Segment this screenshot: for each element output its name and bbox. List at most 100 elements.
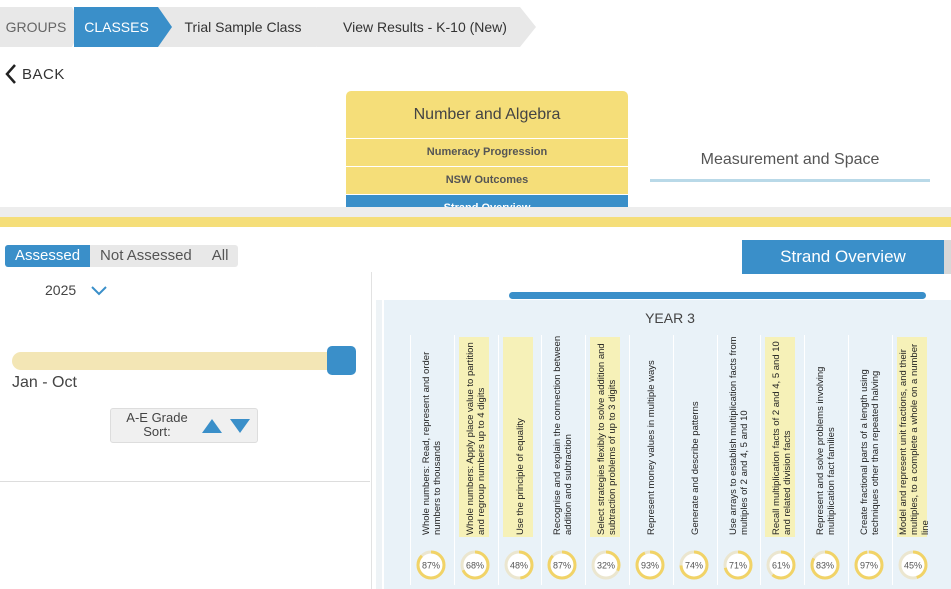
progress-ring-fill: [591, 550, 621, 580]
progress-ring: 61%: [766, 550, 796, 580]
outcome-column: Select strategies flexibly to solve addi…: [585, 335, 627, 585]
progress-ring: 87%: [547, 550, 577, 580]
strand-overview-button[interactable]: Strand Overview: [742, 240, 944, 274]
progress-percent: 71%: [729, 561, 747, 571]
assessment-filter: Assessed Not Assessed All: [5, 245, 239, 267]
progress-ring-fill: [810, 550, 840, 580]
back-button[interactable]: BACK: [4, 62, 65, 86]
divider-strip: [0, 207, 951, 217]
outcome-column: Recognise and explain the connection bet…: [541, 335, 583, 585]
progress-ring-fill: [766, 550, 796, 580]
sort-ascending-icon[interactable]: [201, 418, 223, 434]
outcome-label: Use the principle of equality: [514, 418, 526, 535]
progress-percent: 87%: [422, 561, 440, 571]
outcome-label: Recall multiplication facts of 2 and 4, …: [771, 341, 794, 535]
breadcrumb-results-shape: [316, 7, 536, 47]
back-label: BACK: [22, 65, 65, 83]
progress-percent: 97%: [860, 561, 878, 571]
progress-percent: 45%: [904, 561, 922, 571]
breadcrumb-classes[interactable]: CLASSES: [74, 7, 174, 47]
outcome-label: Create fractional parts of a length usin…: [859, 369, 881, 535]
tab-measurement-space[interactable]: Measurement and Space: [650, 140, 930, 182]
grid-year-title: YEAR 3: [645, 310, 695, 326]
progress-ring-fill: [679, 550, 709, 580]
progress-ring: 71%: [723, 550, 753, 580]
progress-ring: 48%: [504, 550, 534, 580]
progress-percent: 87%: [553, 561, 571, 571]
progress-ring: 74%: [679, 550, 709, 580]
progress-percent: 48%: [510, 561, 528, 571]
outcome-label-cell[interactable]: [502, 337, 533, 537]
outcome-label-cell[interactable]: [590, 337, 621, 537]
progress-ring-fill: [460, 550, 490, 580]
progress-percent: 74%: [685, 561, 703, 571]
outcome-label: Generate and describe patterns: [689, 401, 701, 535]
outcome-column: Whole numbers: Read, represent and order…: [410, 335, 452, 585]
sort-descending-icon[interactable]: [229, 418, 251, 434]
number-algebra-tab-group: Number and Algebra Numeracy Progression …: [346, 91, 628, 222]
breadcrumb-classes-label: CLASSES: [84, 19, 149, 35]
chevron-left-icon: [5, 64, 16, 84]
year-select-value[interactable]: 2025: [45, 282, 77, 298]
breadcrumb-groups-shape: [0, 7, 82, 47]
progress-ring: 87%: [416, 550, 446, 580]
progress-ring: 45%: [898, 550, 928, 580]
filter-not-assessed[interactable]: Not Assessed: [100, 247, 192, 264]
progress-ring-fill: [635, 550, 665, 580]
outcome-label-cell[interactable]: [458, 337, 489, 537]
breadcrumb-groups-label: GROUPS: [5, 19, 67, 35]
outcome-column: Create fractional parts of a length usin…: [848, 335, 890, 585]
grid-horizontal-scrollbar[interactable]: [509, 292, 926, 299]
outcome-label-cell[interactable]: [765, 337, 796, 537]
progress-percent: 83%: [816, 561, 834, 571]
breadcrumb-class-name[interactable]: Trial Sample Class: [158, 7, 332, 47]
outcome-column: Recall multiplication facts of 2 and 4, …: [760, 335, 802, 585]
outcome-label: Use arrays to establish multiplication f…: [727, 336, 750, 535]
left-panel-divider: [0, 481, 370, 482]
chevron-down-icon[interactable]: [90, 285, 108, 297]
progress-ring-fill: [547, 550, 577, 580]
filter-assessed[interactable]: Assessed: [5, 245, 91, 267]
grade-sort-control: A-E Grade Sort:: [110, 408, 258, 443]
outcome-label: Recognise and explain the connection bet…: [552, 335, 575, 535]
breadcrumb-groups[interactable]: GROUPS: [0, 7, 82, 47]
strand-overview-grid: YEAR 3 Whole numbers: Read, represent an…: [384, 300, 951, 589]
tab-numeracy-progression[interactable]: Numeracy Progression: [346, 138, 628, 166]
tab-nsw-outcomes[interactable]: NSW Outcomes: [346, 166, 628, 194]
grid-left-strip: [376, 300, 382, 589]
breadcrumb-class-label: Trial Sample Class: [184, 19, 302, 35]
date-range-slider-track[interactable]: [12, 352, 342, 370]
progress-ring: 68%: [460, 550, 490, 580]
progress-ring-fill: [898, 550, 928, 580]
breadcrumb-results-label: View Results - K-10 (New): [343, 19, 507, 35]
progress-ring-fill: [504, 550, 534, 580]
filter-all[interactable]: All: [211, 247, 229, 264]
outcome-label: Whole numbers: Read, represent and order…: [421, 351, 443, 535]
panel-separator: [371, 272, 372, 589]
date-range-label: Jan - Oct: [12, 374, 77, 391]
accent-strip: [0, 217, 951, 227]
breadcrumb-classes-shape: [74, 7, 173, 47]
outcome-column: Whole numbers: Apply place value to part…: [453, 335, 496, 585]
outcome-label: Model and represent unit fractions, and …: [897, 343, 931, 535]
outcome-column: Represent and solve problems involving m…: [804, 335, 846, 585]
progress-percent: 93%: [641, 561, 659, 571]
grade-sort-label: A-E Grade Sort:: [126, 410, 188, 439]
outcome-column: Use the principle of equality 48%: [497, 335, 540, 585]
progress-percent: 68%: [466, 561, 484, 571]
progress-ring-fill: [723, 550, 753, 580]
date-range-slider-handle[interactable]: [327, 346, 356, 375]
outcome-column: Use arrays to establish multiplication f…: [716, 335, 759, 585]
progress-percent: 61%: [772, 561, 790, 571]
outcome-label: Represent and solve problems involving m…: [815, 366, 838, 535]
progress-ring: 83%: [810, 550, 840, 580]
breadcrumb-results[interactable]: View Results - K-10 (New): [316, 7, 536, 47]
progress-percent: 32%: [597, 561, 615, 571]
outcome-label-cell[interactable]: [896, 337, 927, 537]
progress-ring: 32%: [591, 550, 621, 580]
tab-number-algebra[interactable]: Number and Algebra: [346, 91, 628, 138]
strand-overview-edge: [944, 240, 951, 274]
progress-ring-fill: [416, 550, 446, 580]
progress-ring: 93%: [635, 550, 665, 580]
